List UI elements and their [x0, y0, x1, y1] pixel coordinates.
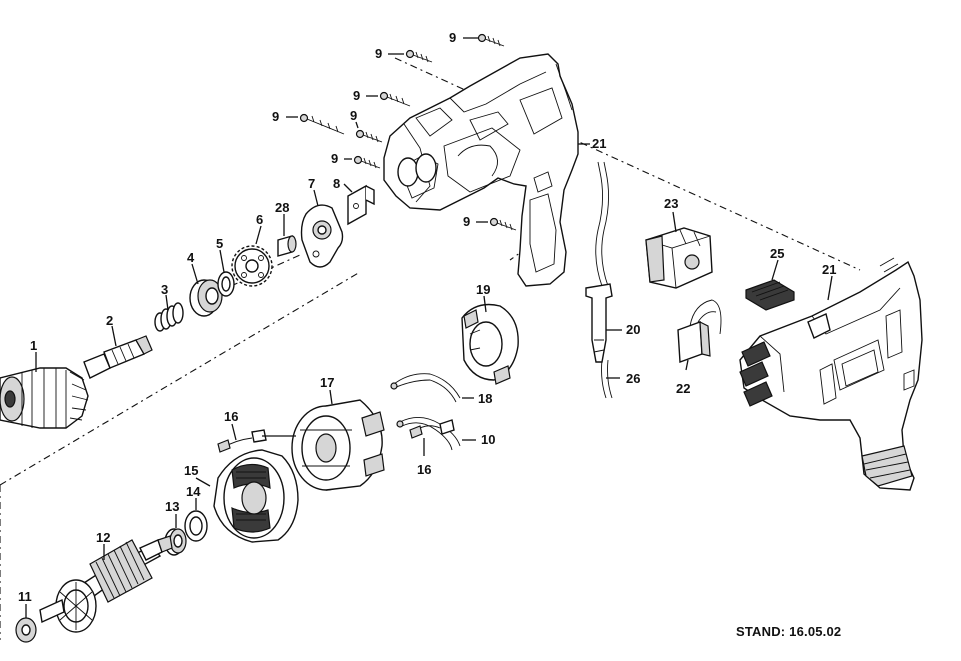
label-part-9: 9 — [350, 108, 357, 123]
drill-chuck — [0, 367, 89, 429]
label-part-14: 14 — [186, 484, 201, 499]
label-part-25: 25 — [770, 246, 784, 261]
label-part-16: 16 — [417, 462, 431, 477]
label-part-11: 11 — [18, 589, 32, 604]
screw — [405, 49, 433, 63]
screw — [477, 33, 505, 47]
label-part-18: 18 — [478, 391, 492, 406]
label-part-3: 3 — [161, 282, 168, 297]
label-part-9: 9 — [449, 30, 456, 45]
screw — [299, 113, 345, 135]
power-cable — [595, 161, 613, 399]
label-part-17: 17 — [320, 375, 334, 390]
label-part-16: 16 — [224, 409, 238, 424]
label-part-21: 21 — [592, 136, 606, 151]
trigger-switch — [645, 227, 713, 289]
bearing-sleeve-14 — [184, 510, 208, 542]
part-number-labels: 1 2 3 4 5 6 28 7 8 9 9 9 9 9 9 9 21 23 2… — [18, 30, 836, 604]
switch-button — [745, 279, 795, 311]
ball-bearing-4 — [189, 279, 223, 317]
leader-lines — [25, 37, 833, 618]
label-part-22: 22 — [676, 381, 690, 396]
label-part-26: 26 — [626, 371, 640, 386]
carbon-brush-right — [409, 419, 455, 439]
label-part-9: 9 — [272, 109, 279, 124]
label-part-2: 2 — [106, 313, 113, 328]
screw — [353, 155, 381, 169]
spring-clip — [347, 184, 375, 226]
housing-assembled — [739, 257, 923, 491]
gear-wheel — [231, 245, 273, 287]
label-part-9: 9 — [463, 214, 470, 229]
label-part-5: 5 — [216, 236, 223, 251]
washer — [15, 617, 37, 643]
brush-holder — [461, 303, 519, 385]
bushing — [277, 235, 297, 257]
label-part-20: 20 — [626, 322, 640, 337]
screw — [355, 129, 383, 143]
carbon-brush-left — [217, 429, 267, 453]
housing-half-left — [383, 53, 579, 287]
motor-bearing-cap — [291, 399, 385, 491]
armature-rotor — [39, 535, 173, 633]
label-part-9: 9 — [331, 151, 338, 166]
label-part-7: 7 — [308, 176, 315, 191]
label-part-10: 10 — [481, 432, 495, 447]
label-part-4: 4 — [187, 250, 195, 265]
connection-wires — [390, 373, 461, 451]
spindle — [83, 335, 153, 379]
field-stator — [213, 449, 299, 543]
label-part-23: 23 — [664, 196, 678, 211]
revision-date-stamp: STAND: 16.05.02 — [736, 624, 842, 639]
label-part-1: 1 — [30, 338, 37, 353]
spring — [154, 302, 184, 332]
label-part-12: 12 — [96, 530, 110, 545]
suppression-capacitor — [677, 299, 722, 363]
ball-bearing-13 — [164, 528, 187, 556]
screw — [489, 217, 517, 231]
label-part-15: 15 — [184, 463, 198, 478]
label-part-21: 21 — [822, 262, 836, 277]
label-part-28: 28 — [275, 200, 289, 215]
screw — [379, 91, 411, 107]
label-part-19: 19 — [476, 282, 490, 297]
retaining-ring — [217, 271, 235, 297]
label-part-8: 8 — [333, 176, 340, 191]
label-part-9: 9 — [353, 88, 360, 103]
label-part-6: 6 — [256, 212, 263, 227]
label-part-9: 9 — [375, 46, 382, 61]
screws — [299, 33, 517, 231]
label-part-13: 13 — [165, 499, 179, 514]
cable-guard — [585, 283, 613, 363]
gear-bracket-plate — [300, 204, 344, 268]
